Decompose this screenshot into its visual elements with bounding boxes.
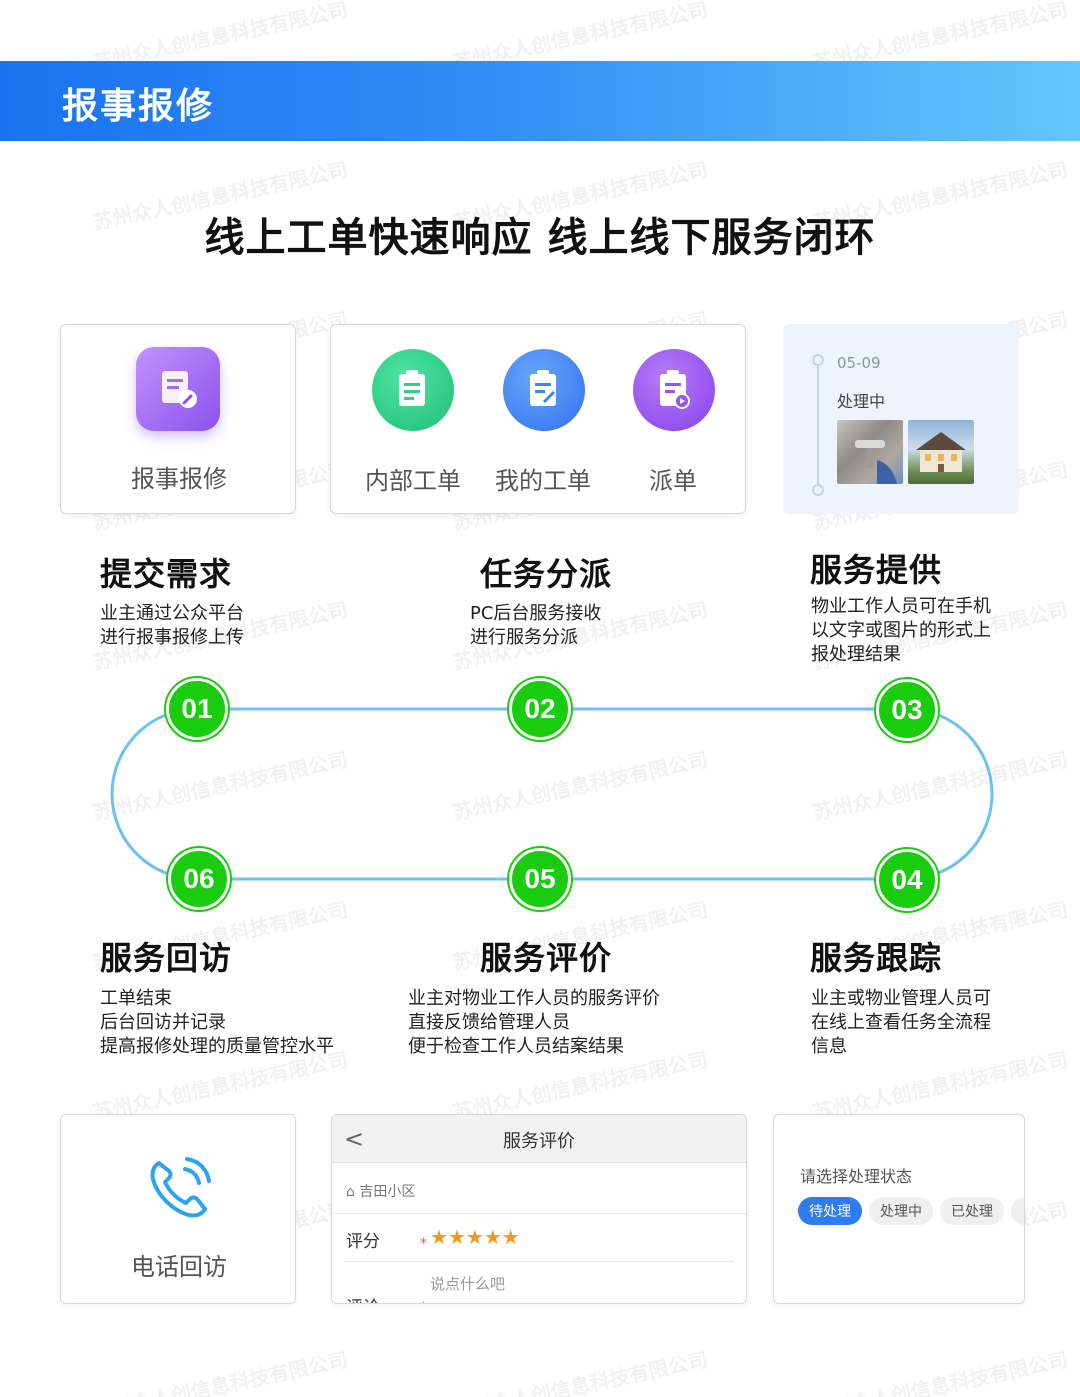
clipboard-edit-icon[interactable] (503, 349, 585, 431)
step-4-badge: 04 (876, 849, 938, 911)
rating-title: 服务评价 (503, 1131, 575, 1152)
step-2-badge: 02 (509, 678, 571, 740)
rating-header: < 服务评价 (332, 1115, 746, 1163)
repair-photo[interactable] (837, 420, 903, 484)
work-order-card: 内部工单 我的工单 派单 (330, 324, 746, 514)
clipboard-send-icon[interactable] (633, 349, 715, 431)
my-order-label[interactable]: 我的工单 (495, 467, 591, 495)
comment-label: 评论 (346, 1293, 380, 1303)
step-3-title: 服务提供 (810, 551, 943, 589)
status-option-processing[interactable]: 处理中 (869, 1197, 933, 1225)
report-repair-card[interactable]: 报事报修 (60, 324, 296, 514)
status-select-card: 请选择处理状态 待处理 处理中 已处理 (773, 1114, 1025, 1304)
step-5-desc: 业主对物业工作人员的服务评价直接反馈给管理人员便于检查工作人员结案结果 (408, 988, 660, 1057)
status-option-done[interactable]: 已处理 (940, 1197, 1004, 1225)
comment-input[interactable]: 说点什么吧 (430, 1275, 506, 1293)
watermark-text: 苏州众人创信息科技有限公司 (810, 1347, 1070, 1397)
internal-order-label[interactable]: 内部工单 (365, 467, 461, 495)
timeline-dot (812, 484, 824, 496)
star-icon[interactable]: ★ (430, 1225, 448, 1249)
step-2-title: 任务分派 (480, 555, 613, 593)
status-prompt: 请选择处理状态 (800, 1167, 913, 1186)
step-3-badge: 03 (876, 679, 938, 741)
step-1-desc: 业主通过公众平台进行报事报修上传 (100, 603, 244, 648)
score-required-mark: * (420, 1236, 427, 1252)
timeline-date: 05-09 (837, 354, 881, 372)
header-band: 报事报修 (0, 61, 1080, 141)
header-title: 报事报修 (62, 86, 215, 127)
report-repair-label: 报事报修 (131, 465, 227, 493)
comment-required-mark: * (420, 1297, 427, 1303)
report-repair-icon (136, 347, 220, 431)
back-button[interactable]: < (344, 1125, 365, 1153)
phone-call-icon (145, 1153, 215, 1223)
step-1-title: 提交需求 (100, 555, 233, 593)
step-2-desc: PC后台服务接收进行服务分派 (470, 603, 602, 648)
watermark-text: 苏州众人创信息科技有限公司 (450, 747, 710, 825)
clipboard-icon[interactable] (372, 349, 454, 431)
timeline-line (817, 360, 819, 492)
star-icon[interactable]: ★ (501, 1225, 520, 1249)
star-icon[interactable]: ★ (483, 1225, 502, 1249)
phone-callback-card[interactable]: 电话回访 (60, 1114, 296, 1304)
watermark-text: 苏州众人创信息科技有限公司 (90, 747, 350, 825)
step-5-title: 服务评价 (480, 939, 613, 977)
divider (332, 1213, 746, 1214)
main-title: 线上工单快速响应 线上线下服务闭环 (204, 215, 876, 261)
star-icon[interactable]: ★ (447, 1225, 466, 1249)
timeline-dot (812, 354, 824, 366)
status-option-pending[interactable]: 待处理 (798, 1197, 862, 1225)
community-name: 吉田小区 (359, 1184, 416, 1200)
step-3-desc: 物业工作人员可在手机以文字或图片的形式上报处理结果 (811, 596, 991, 665)
service-rating-card: < 服务评价 ⌂ 吉田小区 评分 * ★★★★★ 说点什么吧 评论 * (331, 1114, 747, 1304)
watermark-text: 苏州众人创信息科技有限公司 (90, 1347, 350, 1397)
dispatch-label[interactable]: 派单 (649, 467, 697, 495)
phone-callback-label: 电话回访 (131, 1253, 227, 1281)
divider (344, 1261, 734, 1262)
star-icon[interactable]: ★ (465, 1225, 484, 1249)
watermark-text: 苏州众人创信息科技有限公司 (450, 1347, 710, 1397)
house-photo[interactable] (908, 420, 974, 484)
star-rating[interactable]: ★★★★★ (430, 1225, 520, 1249)
step-6-desc: 工单结束后台回访并记录提高报修处理的质量管控水平 (100, 988, 334, 1057)
step-1-badge: 01 (166, 678, 228, 740)
home-icon: ⌂ (346, 1184, 355, 1200)
step-6-title: 服务回访 (100, 939, 233, 977)
progress-timeline-card: 05-09 处理中 (783, 324, 1019, 514)
step-5-badge: 05 (509, 848, 571, 910)
watermark-text: 苏州众人创信息科技有限公司 (810, 747, 1070, 825)
status-option-more[interactable] (1011, 1197, 1024, 1225)
step-4-desc: 业主或物业管理人员可在线上查看任务全流程信息 (811, 988, 991, 1057)
score-label: 评分 (346, 1232, 380, 1252)
step-4-title: 服务跟踪 (810, 939, 943, 977)
step-6-badge: 06 (168, 848, 230, 910)
timeline-status: 处理中 (837, 392, 886, 411)
community-row: ⌂ 吉田小区 (346, 1181, 415, 1201)
